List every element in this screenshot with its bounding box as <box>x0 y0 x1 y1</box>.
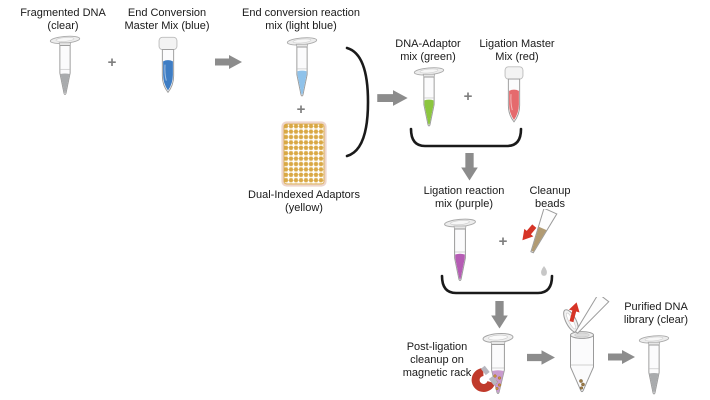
pellet-dots <box>579 379 585 390</box>
combine-bracket <box>440 274 554 295</box>
arrow-right-icon <box>215 55 242 69</box>
plus-operator: + <box>107 54 117 71</box>
magnet-icon <box>471 365 498 392</box>
plus-operator: + <box>463 88 473 105</box>
combine-bracket <box>409 127 523 148</box>
end-conversion-reaction-mix-tube-icon <box>286 37 318 97</box>
arrow-right-icon <box>527 350 555 365</box>
magnetic-rack-tube-icon <box>471 332 514 394</box>
ligation-master-mix-tube-icon <box>504 66 524 123</box>
dual-indexed-adaptors-label: Dual-Indexed Adaptors (yellow) <box>248 189 360 214</box>
fragmented-dna-tube-icon <box>49 35 81 95</box>
pipette-tip-icon <box>574 297 610 334</box>
dna-adaptor-mix-tube-icon <box>413 67 445 127</box>
combine-bracket <box>345 46 370 158</box>
end-conversion-reaction-mix-label: End conversion reaction mix (light blue) <box>241 7 360 32</box>
elution-tube-icon <box>563 297 610 393</box>
adaptor-plate-icon <box>281 121 327 187</box>
cleanup-beads-label: Cleanup beads <box>529 185 571 210</box>
purified-dna-library-label: Purified DNA library (clear) <box>623 301 689 326</box>
arrow-down-icon <box>461 153 478 181</box>
plus-operator: + <box>296 101 306 118</box>
ligation-reaction-mix-label: Ligation reaction mix (purple) <box>423 185 505 210</box>
arrow-right-icon <box>377 90 408 106</box>
end-conversion-master-mix-tube-icon <box>158 36 178 94</box>
fragmented-dna-label: Fragmented DNA (clear) <box>20 7 106 32</box>
dna-adaptor-mix-label: DNA-Adaptor mix (green) <box>395 38 461 63</box>
cleanup-beads-icon <box>522 209 558 276</box>
ligation-master-mix-label: Ligation Master Mix (red) <box>479 38 555 63</box>
plus-operator: + <box>498 233 508 250</box>
arrow-right-icon <box>608 350 635 364</box>
end-conversion-master-mix-label: End Conversion Master Mix (blue) <box>124 7 210 32</box>
arrow-down-icon <box>491 301 508 329</box>
ligation-reaction-mix-tube-icon <box>444 218 476 281</box>
purified-dna-tube-icon <box>638 335 670 395</box>
post-ligation-cleanup-label: Post-ligation cleanup on magnetic rack <box>402 341 472 379</box>
